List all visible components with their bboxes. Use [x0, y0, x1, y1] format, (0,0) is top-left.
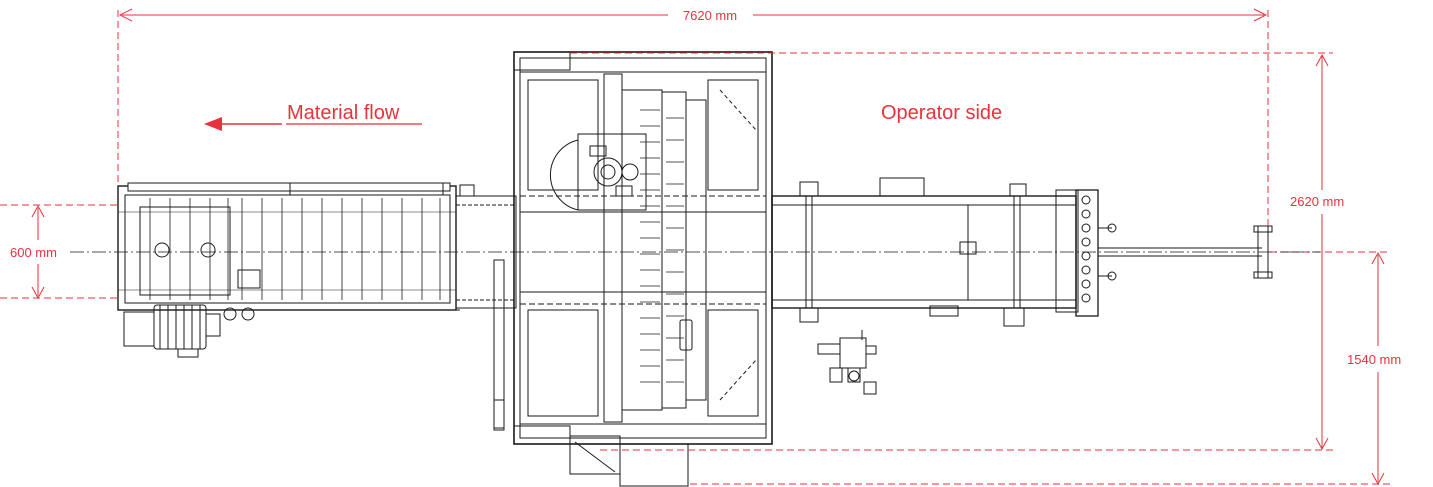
- roller-ticks: [640, 109, 684, 383]
- center-edge-label: 1540 mm: [1347, 352, 1401, 367]
- conveyor-width-dimension: [31, 204, 45, 300]
- end-rollers: [1075, 189, 1117, 317]
- conveyor-width-label: 600 mm: [10, 245, 57, 260]
- operator-side-label: Operator side: [881, 102, 1002, 124]
- center-edge-dimension: [1371, 251, 1385, 486]
- width-dimension: [1315, 53, 1329, 451]
- extension-lines: [0, 10, 1390, 485]
- transfer-bridge: [455, 184, 517, 431]
- machine-drawing: [117, 51, 1273, 487]
- overall-length-label: 7620 mm: [683, 8, 737, 23]
- infeed-conveyor: [117, 182, 457, 311]
- overall-width-label: 2620 mm: [1290, 194, 1344, 209]
- material-flow-label: Material flow: [287, 102, 400, 124]
- conveyor-slats: [149, 198, 441, 300]
- annotations: [0, 8, 1390, 486]
- length-dimension: [118, 8, 1268, 22]
- drive-motor: [123, 304, 460, 358]
- rotary-head: [549, 133, 647, 211]
- main-frame: [513, 51, 773, 487]
- material-flow-arrow: [204, 117, 422, 131]
- control-unit: [817, 330, 877, 395]
